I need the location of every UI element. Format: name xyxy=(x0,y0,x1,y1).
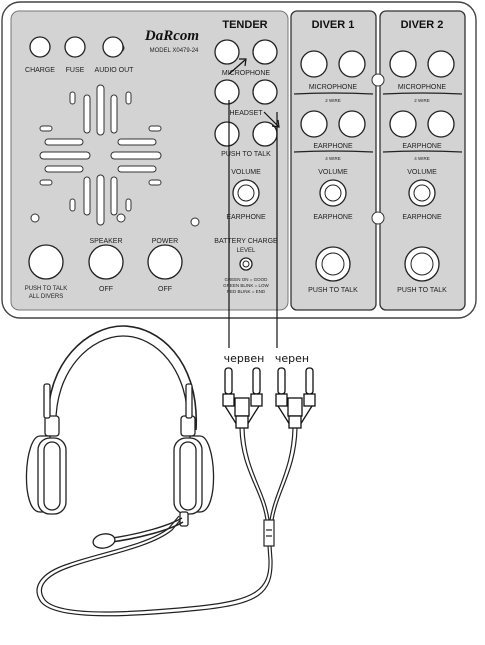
tender-title: TENDER xyxy=(222,19,267,31)
diver1-earphone-jack-2[interactable] xyxy=(338,110,366,138)
diver1-ptt-button[interactable] xyxy=(315,246,351,282)
diver1-volume-label: VOLUME xyxy=(318,169,348,176)
tender-volume-label: VOLUME xyxy=(231,169,261,176)
battery-led xyxy=(239,257,253,271)
mounting-holes xyxy=(30,43,385,227)
diver1-title: DIVER 1 xyxy=(312,19,355,31)
speaker-label: SPEAKER xyxy=(89,238,122,245)
tender-headset-jack-1[interactable] xyxy=(214,79,240,105)
diver1-earphone-label: EARPHONE xyxy=(313,143,353,150)
headset-illustration xyxy=(25,325,215,549)
push-to-talk-all-label: PUSH TO TALK xyxy=(25,286,68,292)
charge-label: CHARGE xyxy=(25,67,55,74)
battery-legend-2: GREEN BLINK = LOW xyxy=(223,283,269,288)
battery-title: BATTERY CHARGE xyxy=(214,238,278,245)
tender-push-to-talk-label: PUSH TO TALK xyxy=(221,151,271,158)
diver2-section: DIVER 2 MICROPHONE 2 WIRE EARPHONE 4 WIR… xyxy=(382,19,463,294)
charge-jack[interactable] xyxy=(29,36,51,58)
diver2-ptt-button[interactable] xyxy=(404,246,440,282)
diver1-4wire-label: 4 WIRE xyxy=(325,156,341,161)
speaker-state: OFF xyxy=(99,286,113,293)
diver1-bracket-bottom xyxy=(293,150,374,153)
diver2-title: DIVER 2 xyxy=(401,19,444,31)
tender-headset-jack-2[interactable] xyxy=(252,79,278,105)
diver1-volume-earphone-label: EARPHONE xyxy=(313,214,353,221)
tender-earphone-label: EARPHONE xyxy=(226,214,266,221)
diver2-ptt-button-inner xyxy=(410,252,434,276)
fuse-holder[interactable] xyxy=(64,36,86,58)
tender-mic-jack-1[interactable] xyxy=(214,39,240,65)
diver1-microphone-label: MICROPHONE xyxy=(309,84,358,91)
diver2-earphone-jack-2[interactable] xyxy=(427,110,455,138)
diver2-volume-earphone-label: EARPHONE xyxy=(402,214,442,221)
diver2-4wire-label: 4 WIRE xyxy=(414,156,430,161)
power-label: POWER xyxy=(152,238,178,245)
diver2-panel xyxy=(379,10,466,311)
diver2-volume-knob[interactable] xyxy=(408,179,436,207)
tender-headset-label: HEADSET xyxy=(229,110,263,117)
tender-volume-knob-inner xyxy=(237,184,255,202)
diver2-bracket-top xyxy=(382,92,463,95)
model-label: MODEL X0479-24 xyxy=(150,48,199,54)
diver2-2wire-label: 2 WIRE xyxy=(414,98,430,103)
battery-led-inner xyxy=(242,260,250,268)
diver1-mic-jack-1[interactable] xyxy=(300,50,328,78)
diver1-push-to-talk-label: PUSH TO TALK xyxy=(308,287,358,294)
tender-ptt-jack-1[interactable] xyxy=(214,121,240,147)
all-divers-label: ALL DIVERS xyxy=(29,294,63,300)
diver1-earphone-jack-1[interactable] xyxy=(300,110,328,138)
diver1-bracket-top xyxy=(293,92,374,95)
diver2-earphone-label: EARPHONE xyxy=(402,143,442,150)
diver2-mic-jack-2[interactable] xyxy=(427,50,455,78)
audio-out-jack[interactable] xyxy=(102,36,124,58)
diver2-microphone-label: MICROPHONE xyxy=(398,84,447,91)
diver1-panel xyxy=(290,10,377,311)
speaker-grille xyxy=(39,84,162,226)
battery-level-label: LEVEL xyxy=(237,248,256,254)
diver2-bracket-bottom xyxy=(382,150,463,153)
diver1-volume-knob-inner xyxy=(324,184,342,202)
tender-mic-jack-2[interactable] xyxy=(252,39,278,65)
battery-legend-3: RED BLINK = END xyxy=(227,289,266,294)
diver2-volume-label: VOLUME xyxy=(407,169,437,176)
diver2-mic-jack-1[interactable] xyxy=(389,50,417,78)
battery-legend-1: GREEN ON = GOOD xyxy=(225,277,269,282)
connection-arrows xyxy=(228,58,280,128)
diver1-2wire-label: 2 WIRE xyxy=(325,98,341,103)
tender-microphone-label: MICROPHONE xyxy=(222,70,271,77)
diver1-ptt-button-inner xyxy=(321,252,345,276)
fuse-label: FUSE xyxy=(66,67,85,74)
brand-logo: DaRcom xyxy=(144,28,199,44)
diver1-volume-knob[interactable] xyxy=(319,179,347,207)
callout-red: червен xyxy=(224,352,265,365)
power-switch[interactable] xyxy=(147,244,183,280)
audio-out-label: AUDIO OUT xyxy=(95,67,135,74)
speaker-switch[interactable] xyxy=(88,244,124,280)
headset-cable xyxy=(36,427,298,617)
diver1-mic-jack-2[interactable] xyxy=(338,50,366,78)
diver2-earphone-jack-1[interactable] xyxy=(389,110,417,138)
push-to-talk-all-button[interactable] xyxy=(28,244,64,280)
tender-volume-knob[interactable] xyxy=(232,179,260,207)
headset-plugs xyxy=(222,367,316,429)
diver2-push-to-talk-label: PUSH TO TALK xyxy=(397,287,447,294)
power-state: OFF xyxy=(158,286,172,293)
diver2-volume-knob-inner xyxy=(413,184,431,202)
callout-black: черен xyxy=(275,352,309,365)
diver1-section: DIVER 1 MICROPHONE 2 WIRE EARPHONE 4 WIR… xyxy=(293,19,374,294)
